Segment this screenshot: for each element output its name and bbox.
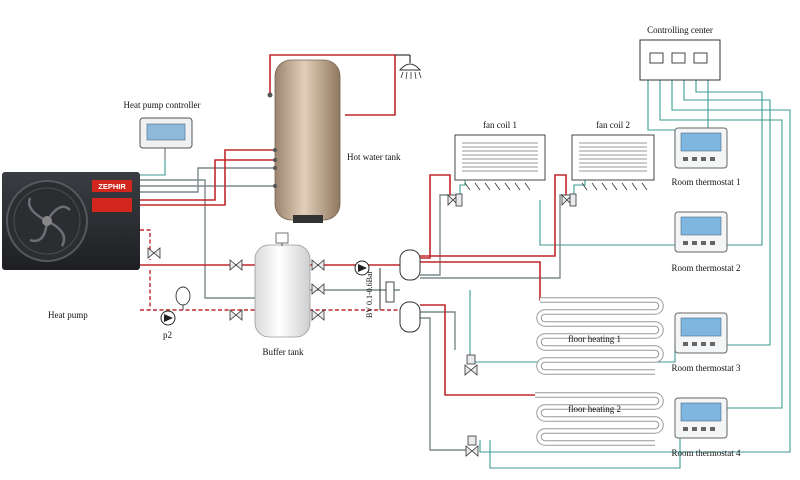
fan-coil-2 <box>571 134 655 191</box>
heat-pump-brand-logo: ZEPHIR <box>98 182 126 191</box>
supply-pipes <box>140 54 660 396</box>
hot-water-tank-label: Hot water tank <box>347 152 401 162</box>
hot-water-tank <box>267 59 341 223</box>
floor-heating-1-loop <box>536 297 664 375</box>
room-thermostat-3-label: Room thermostat 3 <box>672 363 741 373</box>
valve-icons <box>147 193 577 457</box>
bypass-valve-label: BV 0.1-0.6Bar <box>365 270 374 318</box>
manifolds <box>399 249 421 333</box>
room-thermostat-1 <box>674 127 728 169</box>
buffer-tank-label: Buffer tank <box>262 347 304 357</box>
controlling-center-label: Controlling center <box>647 25 713 35</box>
room-thermostat-2-label: Room thermostat 2 <box>672 263 741 273</box>
pump-icon <box>354 260 370 276</box>
floor-heating-2-label: floor heating 2 <box>568 404 621 414</box>
pump-p2-label: p2 <box>163 330 172 340</box>
controlling-center <box>639 39 721 81</box>
heat-pump-label: Heat pump <box>48 310 88 320</box>
fan-coil-2-label: fan coil 2 <box>596 120 630 130</box>
shower-head-icon <box>395 54 422 80</box>
heat-pump-controller-label: Heat pump controller <box>124 100 201 110</box>
room-thermostat-4-label: Room thermostat 4 <box>672 448 741 458</box>
bypass-valve <box>379 268 395 310</box>
heat-pump-controller <box>139 117 193 160</box>
room-thermostat-1-label: Room thermostat 1 <box>672 177 741 187</box>
expansion-vessel <box>175 286 191 310</box>
heat-pump-unit <box>2 172 140 270</box>
pump-icon <box>160 310 176 326</box>
return-pipes <box>140 167 574 451</box>
fan-coil-1-label: fan coil 1 <box>483 120 517 130</box>
floor-heating-1-label: floor heating 1 <box>568 334 621 344</box>
room-thermostat-2 <box>674 211 728 253</box>
fan-coil-1 <box>454 134 546 191</box>
buffer-tank <box>254 232 311 338</box>
room-thermostat-3 <box>674 312 728 354</box>
floor-heating-2-loop <box>535 392 664 446</box>
room-thermostat-4 <box>674 397 728 439</box>
